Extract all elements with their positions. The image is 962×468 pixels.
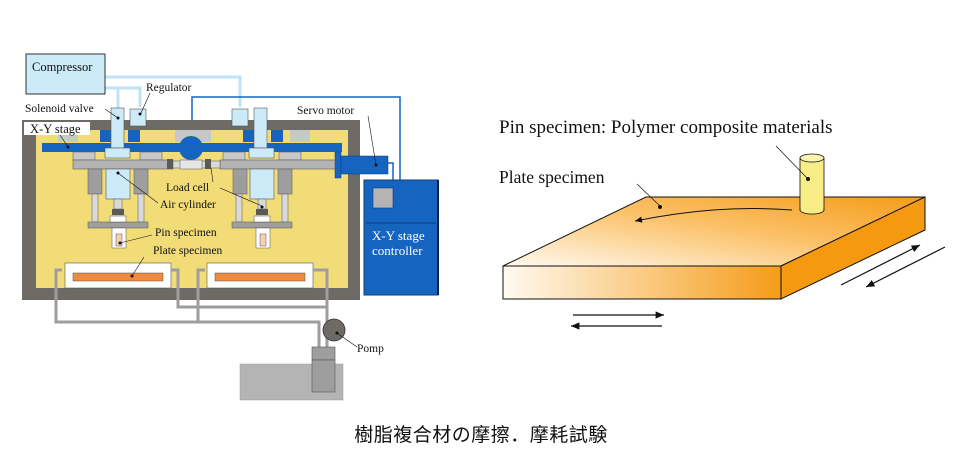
bearing-bracket	[100, 130, 112, 142]
side-arrow-up	[840, 244, 921, 286]
pump-leader	[336, 332, 358, 348]
side-arrow-down	[865, 246, 946, 288]
carriage-plate	[72, 159, 174, 170]
air-cylinder-leader	[117, 172, 159, 204]
bearing-bracket	[128, 130, 140, 142]
regulator-leader	[140, 92, 151, 114]
xy-stage-dot	[66, 145, 70, 149]
load-cell-leader-2	[219, 187, 263, 207]
guide-block	[290, 130, 310, 142]
plate-bath-left	[64, 262, 172, 289]
bearing-bracket	[271, 130, 283, 142]
pin-leader	[119, 234, 153, 244]
plate-title-dot	[658, 205, 662, 209]
xy-stage-label: X-Y stage	[30, 122, 81, 136]
plate-side-face	[780, 196, 926, 300]
solenoid-valve	[110, 107, 125, 149]
pin-specimen	[115, 233, 123, 247]
solenoid-leader	[104, 108, 119, 119]
plate-specimen-label: Plate specimen	[153, 245, 223, 257]
load-cell-leader-1	[210, 167, 214, 183]
air-cylinder-label: Air cylinder	[160, 199, 216, 211]
xy-stage-leader	[59, 134, 69, 148]
plate-specimen-title: Plate specimen	[499, 167, 605, 187]
pin-cylinder	[799, 153, 825, 215]
stage-joint	[179, 136, 203, 160]
controller-label-1: X-Y stage	[372, 228, 425, 243]
regulator-dot	[138, 112, 142, 116]
solenoid-valve-label: Solenoid valve	[25, 103, 94, 115]
pin-specimen-label: Pin specimen	[155, 227, 217, 239]
servo-motor	[340, 155, 389, 175]
apparatus: Compressor	[22, 53, 439, 401]
pin-specimen-title: Pin specimen: Polymer composite material…	[499, 117, 833, 138]
reservoir-body	[311, 359, 336, 393]
compressor-label: Compressor	[32, 60, 93, 74]
controller-display	[372, 187, 394, 209]
air-cylinder-dot	[116, 171, 120, 175]
controller-shadow	[437, 180, 439, 295]
plate-bath-right	[206, 262, 314, 289]
regulator-label: Regulator	[146, 82, 192, 94]
pin-dot	[118, 241, 122, 245]
controller-label-2: controller	[372, 243, 423, 258]
servo-motor-label: Servo motor	[297, 105, 354, 117]
reservoir-neck	[311, 346, 336, 361]
figure-caption: 樹脂複合材の摩擦．摩耗試験	[354, 424, 608, 446]
plate-title-leader	[636, 183, 661, 207]
pump-label: Pomp	[357, 343, 384, 355]
left-head	[72, 107, 174, 249]
sliding-path-arrow	[634, 207, 793, 223]
plate-leader	[131, 256, 145, 277]
bearing-bracket	[243, 130, 255, 142]
middle-link	[167, 159, 221, 170]
compressor-box	[25, 53, 106, 95]
servo-flange	[334, 151, 342, 179]
specimen-schematic: Pin specimen: Polymer composite material…	[499, 117, 946, 330]
pump	[322, 318, 346, 342]
servo-leader	[367, 115, 377, 166]
circulation-lines	[54, 268, 329, 348]
right-head	[219, 107, 336, 249]
regulator	[129, 108, 147, 127]
servo-line	[388, 162, 394, 180]
load-cell-dot	[260, 205, 264, 209]
load-cell	[112, 209, 124, 215]
plate-front-face	[502, 265, 782, 300]
pin-title-leader	[775, 145, 809, 180]
solenoid-dot	[116, 116, 120, 120]
xy-stage-label-bg	[24, 122, 90, 135]
load-cell-label: Load cell	[166, 182, 209, 194]
